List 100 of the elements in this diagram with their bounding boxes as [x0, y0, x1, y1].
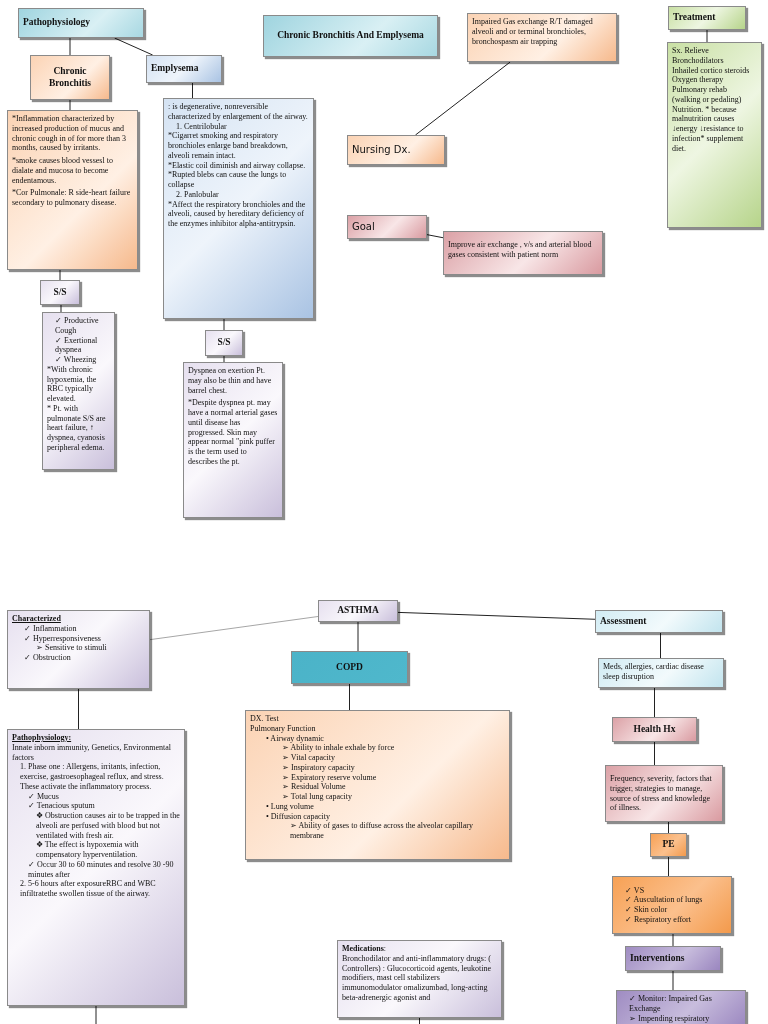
note-box — [337, 940, 502, 1018]
box-text: Meds, allergies, cardiac disease sleep disruption — [603, 662, 705, 682]
box-title: S/S — [216, 337, 232, 349]
box-text: *Elastic coil diminish and airway collapse. — [168, 160, 307, 171]
note-box — [612, 876, 732, 934]
box-text: ➢ Ability to inhale exhale by force — [281, 743, 396, 753]
box-title: Chronic Bronchitis And Emplysema — [276, 30, 425, 42]
box-title: PE — [661, 839, 676, 851]
box-text: *Despite dyspnea pt. may have a normal arterial gases until disease has progressed. Skin may appear normal "pink puffer is the term used to describes the pt. — [188, 398, 278, 467]
topic-box — [146, 55, 222, 83]
box-text: 1. Phase one : Allergens, irritants, infection, exercise, gastroesophageal reflux, and stress. These activate the inflammatory process. — [19, 762, 165, 792]
connector-line — [69, 37, 71, 56]
box-heading: Characterized — [12, 614, 62, 624]
box-text: 1. Centrilobular — [175, 121, 228, 132]
box-title: Treatment — [673, 12, 717, 24]
box-text: ✓ Exertional dyspnea — [54, 335, 99, 355]
note-box — [616, 990, 746, 1024]
connector-line — [149, 616, 319, 641]
connector-line — [672, 970, 674, 991]
connector-line — [668, 856, 669, 877]
box-text: ❖ The effect is hypoxemia with compensatory hyperventilation. — [35, 840, 140, 860]
box-text: ✓ Wheezing — [54, 355, 98, 365]
box-text: ➢ Residual Volume — [281, 782, 347, 792]
note-box — [42, 312, 115, 470]
box-text: ✓ Inflammation — [23, 623, 78, 634]
note-box — [7, 110, 138, 270]
box-text: ✓ Occur 30 to 60 minutes and resolve 30 -90 minutes after — [27, 859, 175, 880]
connector-line — [357, 621, 359, 652]
note-box — [467, 13, 617, 62]
connector-line — [397, 611, 596, 620]
connector-line — [223, 318, 225, 331]
box-title: Nursing Dx. — [352, 143, 412, 157]
connector-line — [349, 683, 350, 711]
box-text: *With chronic hypoxemia, the RBC typically elevated. — [47, 364, 98, 404]
box-text: Inhailed cortico steroids — [672, 65, 751, 76]
connector-line — [654, 741, 655, 766]
box-title: Health Hx — [632, 723, 677, 736]
note-box — [667, 42, 762, 228]
topic-box — [291, 651, 408, 684]
topic-box — [40, 280, 80, 305]
box-text: Innate inborn immunity, Genetics, Environmental factors — [12, 742, 172, 763]
box-text: ➢ Ability of gases to diffuse across the alveolar capillary membrane — [289, 821, 475, 841]
box-text: ➢ Sensitive to stimuli — [35, 643, 108, 653]
box-text: ✓ Tenacious sputum — [27, 801, 96, 811]
box-text: ➢ Inspiratory capacity — [281, 762, 356, 773]
box-text: *Rupted blebs can cause the lungs to collapse — [168, 170, 288, 190]
box-text: 2. 5-6 hours after exposureRBC and WBC infiltratethe swollen tissue of the airway. — [19, 879, 157, 899]
topic-box — [347, 135, 445, 165]
box-text: Pulmonary rehab (walking or pedaling) — [672, 85, 743, 105]
box-title: Assessment — [600, 615, 648, 628]
box-text: Bronchodilator and anti-inflammatory drugs: ( Controllers) : Glucocorticoid agents, leukotine modifiers, mast cell stabilizers immunomodulator omalizumbad, long-acting beta-adrenergic agonist and — [342, 953, 493, 1003]
note-box — [245, 710, 510, 860]
box-text: ✓ Auscultation of lungs — [624, 895, 704, 905]
connector-line — [60, 304, 62, 313]
connector-line — [114, 37, 154, 56]
box-title: COPD — [335, 661, 364, 674]
box-text: • Diffusion capacity — [265, 811, 331, 822]
box-text: : is degenerative, nonreversible characterized by enlargement of the airway. — [168, 102, 309, 122]
box-heading: Pathophysiology: — [12, 733, 73, 743]
topic-box — [18, 8, 144, 38]
box-title: ASTHMA — [336, 605, 380, 617]
box-text: ✓ Productive Cough — [54, 316, 100, 336]
box-text: • Lung volume — [265, 801, 315, 812]
connector-line — [223, 355, 225, 363]
box-text: ✓ VS — [624, 885, 646, 896]
connector-line — [706, 29, 708, 43]
connector-line — [69, 99, 71, 111]
topic-box — [668, 6, 746, 30]
box-text: *Inflammation characterized by increased production of mucus and chronic cough in of for more than 3 months, caused by irritants. — [12, 114, 127, 153]
box-title: S/S — [52, 286, 68, 299]
box-text: Nutrition. * because malnutrition causes ↓energy ↓resistance to infection* supplement diet. — [672, 104, 745, 154]
box-text: ❖ Obstruction causes air to be trapped in the alveoli are perfused with blood but not ventilated with fresh air. — [35, 811, 180, 841]
box-text: ✓ Respiratory effort — [624, 914, 692, 925]
topic-box — [595, 610, 723, 633]
connector-line — [426, 234, 444, 239]
topic-box — [318, 600, 398, 622]
box-text: ✓ Mucus — [27, 791, 60, 802]
box-text: ➢ Total lung capacity — [281, 792, 354, 802]
box-text: *smoke causes blood vessesl to dialate and mucosa to become endentamous. — [12, 156, 114, 186]
box-text: * Pt. with pulmonate S/S are heart failure, ↑ dyspnea, cyanosis peripheral edema. — [47, 403, 107, 453]
box-text: Frequency, severity, factors that trigger, strategies to manage, source of stress and knowledge of illness. — [610, 774, 713, 813]
box-title: Emplysema — [151, 63, 200, 75]
box-text: Dyspnea on exertion Pt. may also be thin and have barrel chest. — [188, 366, 273, 396]
box-text: ✓ Skin color — [624, 905, 669, 915]
topic-box — [625, 946, 721, 971]
box-text: Pulmonary Function — [250, 723, 317, 734]
note-box — [7, 610, 150, 689]
box-text: Impaired Gas exchange R/T damaged alveoli and or terminal bronchioles, bronchospasm air trapping — [472, 17, 594, 47]
box-title: Chronic Bronchitis — [47, 65, 93, 90]
box-text: 2. Panlobular — [175, 189, 220, 200]
box-text: Oxygen therapy — [672, 75, 725, 85]
box-text: Medications: — [342, 944, 387, 954]
connector-line — [414, 61, 511, 136]
note-box — [605, 765, 723, 822]
connector-line — [95, 1005, 97, 1024]
box-text: DX. Test — [250, 714, 280, 724]
connector-line — [660, 632, 661, 659]
box-text: Improve air exchange , v/s and arterial blood gases consistent with patient norm — [448, 240, 593, 260]
note-box — [163, 98, 314, 319]
box-text: ➢ Expiratory reserve volume — [281, 772, 378, 783]
